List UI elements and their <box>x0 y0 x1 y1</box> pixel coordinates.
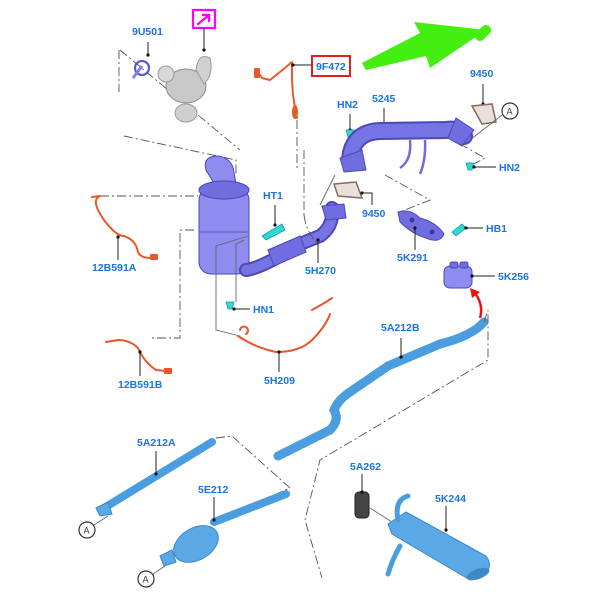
highlight-box <box>311 55 351 77</box>
part-label-5245[interactable]: 5245 <box>372 93 396 105</box>
gasket-9450-top[interactable] <box>470 103 497 125</box>
front-pipe-5H270[interactable] <box>239 201 347 277</box>
clamp-5K256[interactable] <box>443 261 473 289</box>
part-label-12B591B[interactable]: 12B591B <box>118 379 163 391</box>
part-label-HB1[interactable]: HB1 <box>486 223 507 235</box>
green-pointer-arrow <box>362 22 486 70</box>
muffler-5K244[interactable] <box>385 493 491 583</box>
sensor-harness-12B591A[interactable] <box>91 195 158 260</box>
svg-text:A: A <box>507 107 513 117</box>
reference-marker-a-bottom[interactable]: A <box>137 570 155 588</box>
part-label-5A262[interactable]: 5A262 <box>350 461 381 473</box>
part-label-5K291[interactable]: 5K291 <box>397 252 428 264</box>
part-label-5K244[interactable]: 5K244 <box>435 493 466 505</box>
part-label-9F472[interactable]: 9F472 <box>316 61 346 73</box>
part-label-HN2-right[interactable]: HN2 <box>499 162 520 174</box>
reference-marker-a-top[interactable]: A <box>501 102 519 120</box>
nut-HN2-right[interactable] <box>465 162 475 171</box>
part-label-5A212A[interactable]: 5A212A <box>137 437 176 449</box>
part-label-9450-top[interactable]: 9450 <box>470 68 494 80</box>
part-label-5A212B[interactable]: 5A212B <box>381 322 420 334</box>
part-label-HT1[interactable]: HT1 <box>263 190 283 202</box>
catalytic-converter-5E212[interactable] <box>159 490 290 570</box>
part-label-5K256[interactable]: 5K256 <box>498 271 529 283</box>
front-pipe-5A212A[interactable] <box>95 438 216 517</box>
part-label-5H270[interactable]: 5H270 <box>305 265 336 277</box>
part-label-5E212[interactable]: 5E212 <box>198 484 229 496</box>
intermediate-pipe-5A212B[interactable] <box>273 317 489 461</box>
svg-text:A: A <box>84 526 90 536</box>
link-icon-box[interactable] <box>191 8 217 30</box>
insulator-5A262[interactable] <box>354 491 370 519</box>
part-label-5H209[interactable]: 5H209 <box>264 375 295 387</box>
sensor-harness-12B591B[interactable] <box>105 339 172 374</box>
external-link-icon <box>196 13 211 26</box>
gasket-9450-lower[interactable] <box>332 181 364 199</box>
part-label-12B591A[interactable]: 12B591A <box>92 262 137 274</box>
bolt-HB1[interactable] <box>451 223 467 237</box>
part-label-9450-lower[interactable]: 9450 <box>362 208 386 220</box>
stud-HT1[interactable] <box>261 223 286 241</box>
heat-shield-bracket-5H209[interactable] <box>237 297 333 353</box>
nut-HN1[interactable] <box>225 301 235 310</box>
red-arrow <box>473 291 483 319</box>
turbocharger-part[interactable] <box>118 49 241 151</box>
egr-tube-5245[interactable] <box>339 117 475 175</box>
part-label-9U501[interactable]: 9U501 <box>132 26 163 38</box>
gasket-plate-5K291[interactable] <box>397 210 445 241</box>
svg-text:A: A <box>143 575 149 585</box>
part-label-HN1[interactable]: HN1 <box>253 304 274 316</box>
oxygen-sensor-part[interactable] <box>254 61 298 119</box>
diesel-particulate-filter[interactable] <box>198 155 250 275</box>
part-label-HN2-top[interactable]: HN2 <box>337 99 358 111</box>
reference-marker-a-left[interactable]: A <box>78 521 96 539</box>
